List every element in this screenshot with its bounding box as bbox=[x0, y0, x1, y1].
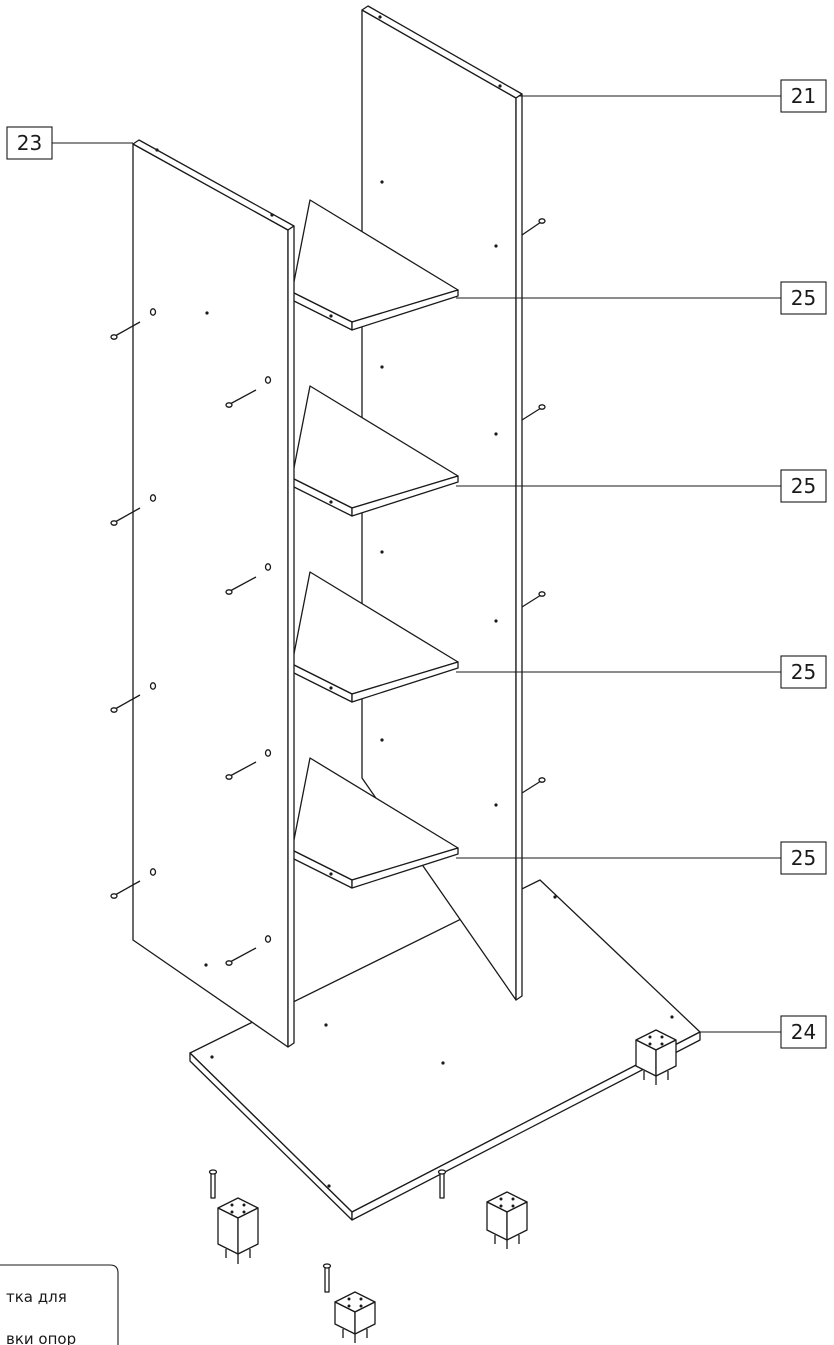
right-panel-screws bbox=[521, 218, 546, 794]
left-panel-screws bbox=[110, 321, 257, 966]
shelf-second bbox=[291, 385, 459, 517]
leader-lines bbox=[52, 95, 781, 1033]
callout-label: 25 bbox=[791, 846, 816, 870]
callout-label: 25 bbox=[791, 286, 816, 310]
callout-21: 21 bbox=[780, 79, 827, 113]
foot-4 bbox=[635, 1029, 677, 1085]
callout-24: 24 bbox=[780, 1015, 827, 1049]
callout-25-shelf-2: 25 bbox=[780, 469, 827, 503]
shelf-bottom bbox=[291, 757, 459, 889]
foot-1 bbox=[217, 1197, 259, 1264]
shelf-top bbox=[291, 199, 459, 331]
line-art bbox=[110, 5, 701, 1343]
callout-25-shelf-4: 25 bbox=[780, 841, 827, 875]
note-box: тка для вки опор bbox=[0, 1264, 119, 1345]
callout-23: 23 bbox=[6, 126, 53, 160]
callout-label: 21 bbox=[791, 84, 816, 108]
callout-label: 24 bbox=[791, 1020, 816, 1044]
left-panel bbox=[132, 139, 295, 1048]
callout-25-shelf-1: 25 bbox=[780, 281, 827, 315]
callout-label: 25 bbox=[791, 474, 816, 498]
loose-bolts bbox=[208, 1169, 447, 1293]
callout-25-shelf-3: 25 bbox=[780, 655, 827, 689]
foot-2 bbox=[334, 1291, 376, 1343]
callout-label: 25 bbox=[791, 660, 816, 684]
foot-3 bbox=[486, 1191, 528, 1249]
callout-label: 23 bbox=[17, 131, 42, 155]
note-line-1: тка для bbox=[6, 1288, 67, 1306]
note-line-2: вки опор bbox=[6, 1330, 76, 1345]
